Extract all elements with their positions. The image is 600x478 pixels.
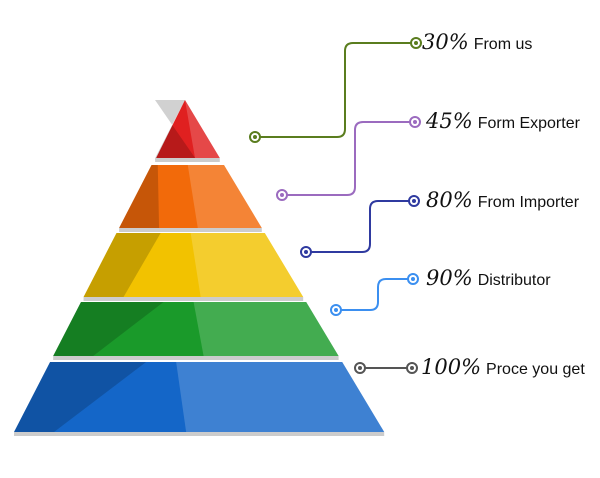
tier-text: Distributor	[477, 272, 551, 289]
tier-text: Proce you get	[486, 361, 585, 378]
tier-facet	[14, 362, 147, 432]
tier-percent: 100%	[421, 355, 482, 379]
tier-facet	[155, 100, 196, 158]
connector-dot-center	[414, 41, 418, 45]
tier-facet	[187, 165, 262, 228]
tier-percent: 45%	[426, 109, 473, 133]
pyramid-tier-4	[14, 362, 385, 432]
connector-dot-center	[358, 366, 362, 370]
tier-facet	[83, 233, 161, 297]
connector-dot-center	[304, 250, 308, 254]
tier-percent: 90%	[426, 266, 473, 290]
tier-facet	[53, 302, 164, 356]
pyramid-tier-3	[53, 302, 339, 356]
connector-line-1	[282, 121, 415, 196]
tier-facet	[119, 165, 160, 228]
tier-label-3: 90%Distributor	[426, 266, 551, 290]
tier-percent: 30%	[422, 30, 469, 54]
connector-line-0	[255, 42, 416, 138]
tier-label-0: 30%From us	[422, 30, 532, 54]
tier-facet	[185, 100, 220, 158]
tier-label-2: 80%From Importer	[426, 188, 579, 212]
tier-ledge	[119, 228, 262, 232]
tier-facet	[193, 302, 339, 356]
tier-facet	[176, 362, 385, 432]
tier-ledge	[83, 297, 304, 301]
pyramid-tier-1	[119, 165, 262, 228]
tier-label-4: 100%Proce you get	[421, 355, 585, 379]
connector-line-2	[306, 200, 414, 253]
tier-text: Form Exporter	[477, 115, 580, 132]
connector-line-3	[336, 278, 413, 311]
tier-facet	[190, 233, 304, 297]
pyramid-tier-2	[83, 233, 304, 297]
connector-dot-center	[334, 308, 338, 312]
connector-dot-center	[253, 135, 257, 139]
tier-ledge	[14, 432, 385, 436]
connector-dot-center	[412, 199, 416, 203]
connector-dot-center	[410, 366, 414, 370]
connector-dot-center	[411, 277, 415, 281]
tier-label-1: 45%Form Exporter	[426, 109, 580, 133]
connector-dot-center	[280, 193, 284, 197]
tier-ledge	[53, 356, 339, 360]
tier-percent: 80%	[426, 188, 473, 212]
tier-ledge	[155, 158, 220, 162]
tier-text: From us	[473, 36, 533, 53]
pyramid-tier-0	[155, 100, 220, 160]
tier-text: From Importer	[477, 194, 580, 211]
connector-dot-center	[413, 120, 417, 124]
